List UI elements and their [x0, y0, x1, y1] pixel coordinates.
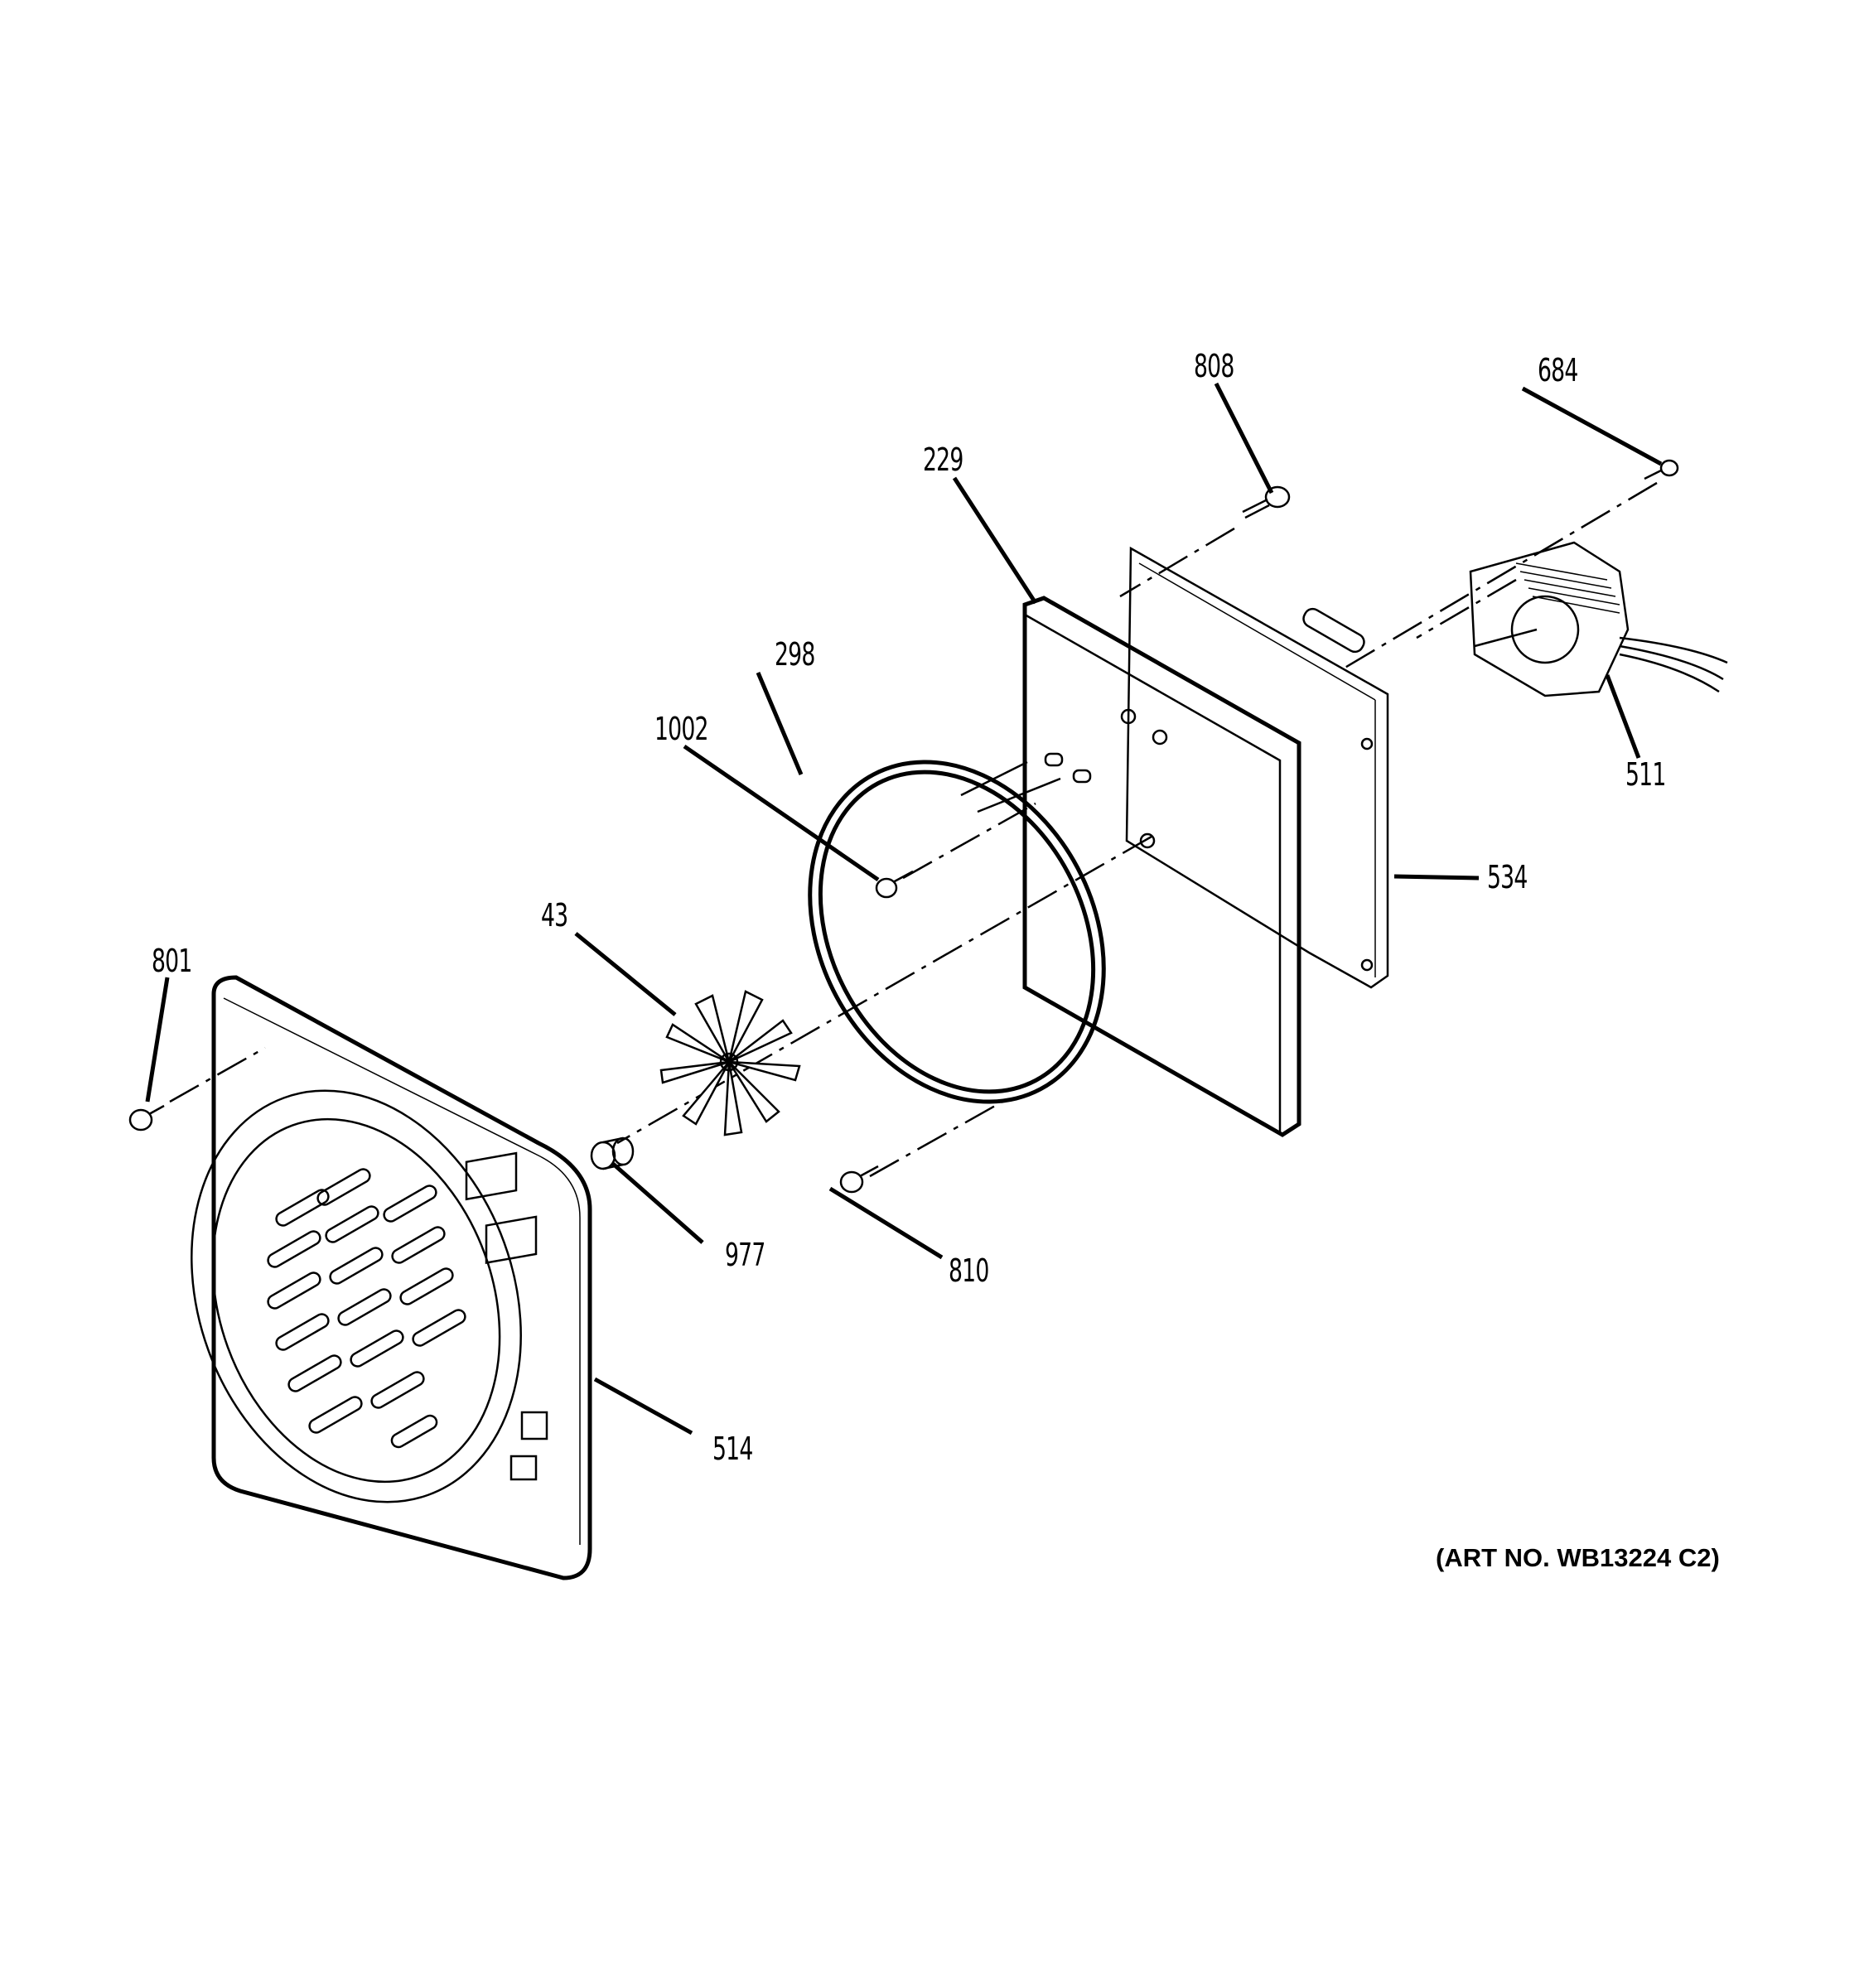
screws — [128, 459, 1679, 1194]
part-977-nut — [590, 1136, 635, 1170]
callout-534[interactable]: 534 — [1487, 859, 1528, 895]
screw-801 — [128, 1104, 165, 1132]
part-514-cover — [191, 975, 592, 1580]
callout-977[interactable]: 977 — [725, 1237, 765, 1273]
callout-808[interactable]: 808 — [1194, 348, 1234, 384]
part-298-heating-element — [808, 752, 1106, 1104]
callout-43[interactable]: 43 — [541, 897, 568, 934]
screw-684 — [1644, 459, 1679, 480]
callout-810[interactable]: 810 — [949, 1252, 989, 1289]
callout-511[interactable]: 511 — [1625, 756, 1666, 793]
part-229-insulation — [1022, 596, 1301, 1137]
assembly-centerlines — [169, 481, 1658, 1178]
part-511-motor — [1469, 541, 1728, 697]
screw-808 — [1242, 485, 1291, 519]
callout-298[interactable]: 298 — [775, 636, 815, 673]
part-43-fan-blade — [659, 990, 801, 1136]
callout-801[interactable]: 801 — [152, 943, 192, 979]
callout-684[interactable]: 684 — [1538, 352, 1578, 388]
cover-slots — [267, 1168, 466, 1449]
callout-1002[interactable]: 1002 — [654, 711, 709, 747]
callout-514[interactable]: 514 — [712, 1431, 753, 1467]
part-534-bracket — [1125, 546, 1389, 989]
leader-lines — [145, 382, 1663, 1436]
callout-229[interactable]: 229 — [923, 442, 963, 478]
screw-810 — [839, 1165, 879, 1194]
screw-1002 — [875, 870, 914, 899]
art-number: (ART NO. WB13224 C2) — [1436, 1543, 1720, 1572]
